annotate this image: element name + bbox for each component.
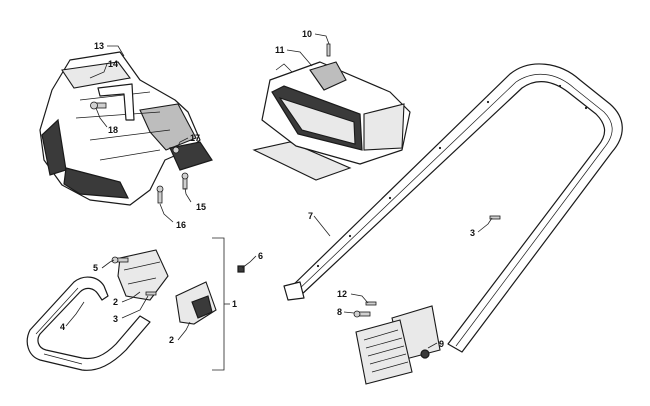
- callout-18: 18: [108, 125, 118, 135]
- handle-tube-end: [283, 281, 305, 301]
- callout-2-lower: 2: [169, 335, 174, 345]
- callout-9: 9: [439, 339, 444, 349]
- screw-3-right: [489, 215, 501, 220]
- bag-side-panel: [363, 103, 405, 151]
- leader-lines: [65, 33, 493, 349]
- bumper-lower-face: [63, 167, 130, 199]
- front-bumper-assembly: [39, 51, 213, 206]
- bolt-16: [156, 185, 164, 204]
- nut-6: [237, 265, 245, 273]
- rear-bracket-right-face: [191, 295, 213, 319]
- screw-12: [365, 301, 377, 306]
- screw-10: [326, 43, 331, 57]
- handle-tube-outer: [287, 63, 623, 353]
- bolt-5: [111, 256, 129, 264]
- bag-strap: [275, 63, 293, 73]
- grab-bar-crease: [35, 287, 83, 365]
- bumper-grab-handle: [97, 83, 135, 121]
- rear-grab-bar: [26, 276, 151, 371]
- bumper-bracket: [139, 103, 197, 151]
- bolt-18: [90, 101, 107, 110]
- callout-7: 7: [308, 211, 313, 221]
- callout-17: 17: [190, 133, 200, 143]
- rear-bumper-assembly: [26, 237, 245, 371]
- callout-5: 5: [93, 263, 98, 273]
- rear-bracket-left-detail: [123, 261, 161, 285]
- warning-decal: [355, 319, 413, 385]
- bag-lid-pad: [309, 61, 347, 91]
- bolt-15: [181, 172, 189, 190]
- nut-9: [420, 349, 430, 359]
- callout-16: 16: [176, 220, 186, 230]
- callout-2-upper: 2: [113, 297, 118, 307]
- bag-front-inner: [278, 96, 356, 145]
- handle-tube-crease: [295, 73, 613, 347]
- screw-3-left: [145, 291, 157, 296]
- handle-frame: [283, 63, 623, 385]
- bumper-crossbar: [75, 91, 171, 161]
- callout-14: 14: [108, 59, 118, 69]
- storage-bag-assembly: [252, 43, 411, 181]
- callout-12: 12: [337, 289, 347, 299]
- callout-6: 6: [258, 251, 263, 261]
- callout-13: 13: [94, 41, 104, 51]
- bag-base-plate: [252, 141, 352, 181]
- callout-10: 10: [302, 29, 312, 39]
- tube-holes: [316, 84, 588, 268]
- bolt-17: [172, 146, 180, 154]
- callout-3-left: 3: [113, 314, 118, 324]
- bumper-mount-plate: [169, 141, 213, 171]
- callout-3-right: 3: [470, 228, 475, 238]
- callout-4: 4: [60, 322, 65, 332]
- rear-bracket-left: [117, 249, 169, 301]
- callout-11: 11: [275, 45, 285, 55]
- bolt-8: [353, 310, 371, 318]
- callouts: 13 14 18 17 15 16 10 11 7 3 12 8 9 5 6 2…: [60, 29, 475, 349]
- callout-8: 8: [337, 307, 342, 317]
- callout-1: 1: [232, 299, 237, 309]
- callout-15: 15: [196, 202, 206, 212]
